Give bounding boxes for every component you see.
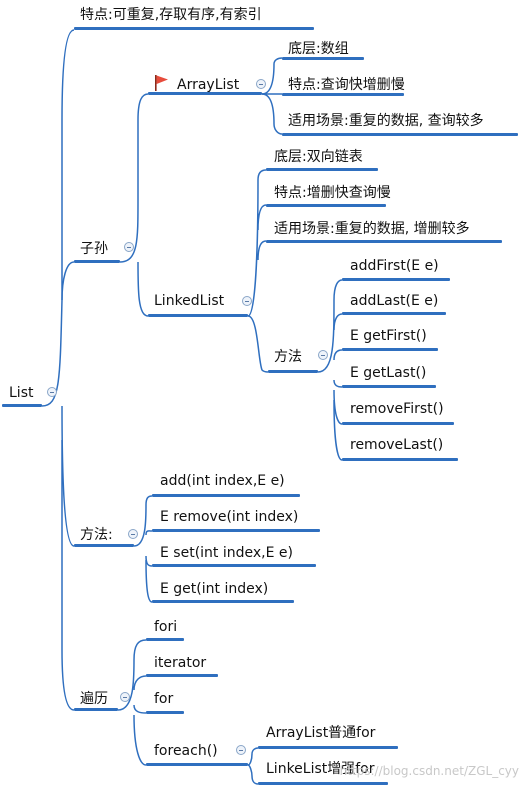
linkedlist-method[interactable]: removeLast() [350, 437, 444, 453]
linkedlist-item-underline [266, 240, 502, 243]
node-methods[interactable]: 方法: [80, 527, 113, 543]
collapse-icon[interactable] [120, 692, 130, 702]
collapse-icon[interactable] [128, 529, 138, 539]
node-children-underline [74, 260, 120, 263]
method-item[interactable]: E get(int index) [160, 581, 269, 597]
linkedlist-item-underline [266, 204, 386, 207]
node-linkedlist[interactable]: LinkedList [154, 293, 225, 309]
linkedlist-method-underline [342, 458, 458, 461]
linkedlist-method-underline [342, 348, 438, 351]
node-traverse[interactable]: 遍历 [80, 691, 108, 707]
node-arraylist[interactable]: ArrayList [177, 77, 240, 93]
arraylist-item-underline [282, 93, 404, 96]
collapse-icon[interactable] [124, 242, 134, 252]
linkedlist-method[interactable]: addLast(E e) [350, 293, 439, 309]
traverse-item-underline [146, 674, 218, 677]
linkedlist-method[interactable]: E getLast() [350, 365, 427, 381]
arraylist-item-underline [282, 57, 364, 60]
linkedlist-item-underline [266, 168, 378, 171]
node-list-underline [2, 404, 42, 407]
arraylist-item[interactable]: 底层:数组 [288, 41, 349, 57]
traverse-item[interactable]: iterator [154, 655, 207, 671]
node-foreach-underline [146, 763, 248, 766]
linkedlist-item[interactable]: 特点:增删快查询慢 [274, 185, 391, 201]
foreach-item-underline [258, 746, 398, 749]
linkedlist-method-underline [342, 312, 446, 315]
method-item-underline [152, 494, 300, 497]
node-linkedlist-underline [148, 314, 248, 317]
collapse-icon[interactable] [256, 79, 266, 89]
traverse-item-underline [146, 711, 184, 714]
node-linkedlist-methods[interactable]: 方法 [274, 349, 302, 365]
linkedlist-method[interactable]: removeFirst() [350, 401, 444, 417]
collapse-icon[interactable] [47, 387, 57, 397]
node-feature-underline [74, 27, 314, 30]
method-item-underline [152, 529, 320, 532]
node-children[interactable]: 子孙 [80, 241, 108, 257]
arraylist-item[interactable]: 特点:查询快增删慢 [288, 77, 405, 93]
collapse-icon[interactable] [236, 745, 246, 755]
node-linkedlist-methods-underline [268, 370, 318, 373]
method-item-underline [152, 564, 316, 567]
method-item[interactable]: add(int index,E e) [160, 473, 285, 489]
node-methods-underline [74, 544, 134, 547]
traverse-item[interactable]: for [154, 691, 174, 707]
foreach-item[interactable]: LinkeList增强for [266, 761, 375, 777]
linkedlist-item[interactable]: 适用场景:重复的数据, 增删较多 [274, 221, 470, 237]
watermark: https://blog.csdn.net/ZGL_cyy [339, 764, 519, 778]
arraylist-item-underline [282, 133, 518, 136]
method-item[interactable]: E set(int index,E e) [160, 545, 293, 561]
linkedlist-item[interactable]: 底层:双向链表 [274, 149, 363, 165]
red-flag-icon [155, 75, 168, 91]
traverse-item-underline [146, 638, 184, 641]
method-item-underline [152, 600, 294, 603]
linkedlist-method-underline [342, 385, 436, 388]
foreach-item-underline [258, 782, 388, 785]
linkedlist-method-underline [342, 278, 450, 281]
method-item[interactable]: E remove(int index) [160, 509, 299, 525]
node-feature[interactable]: 特点:可重复,存取有序,有索引 [80, 7, 262, 23]
node-foreach[interactable]: foreach() [154, 743, 218, 759]
node-traverse-underline [74, 708, 118, 711]
node-arraylist-underline [148, 92, 262, 95]
linkedlist-method-underline [342, 422, 454, 425]
traverse-item[interactable]: fori [154, 619, 178, 635]
collapse-icon[interactable] [318, 350, 328, 360]
foreach-item[interactable]: ArrayList普通for [266, 725, 376, 741]
linkedlist-method[interactable]: addFirst(E e) [350, 258, 439, 274]
node-list[interactable]: List [9, 385, 34, 401]
linkedlist-method[interactable]: E getFirst() [350, 328, 427, 344]
arraylist-item[interactable]: 适用场景:重复的数据, 查询较多 [288, 113, 484, 129]
collapse-icon[interactable] [242, 296, 252, 306]
